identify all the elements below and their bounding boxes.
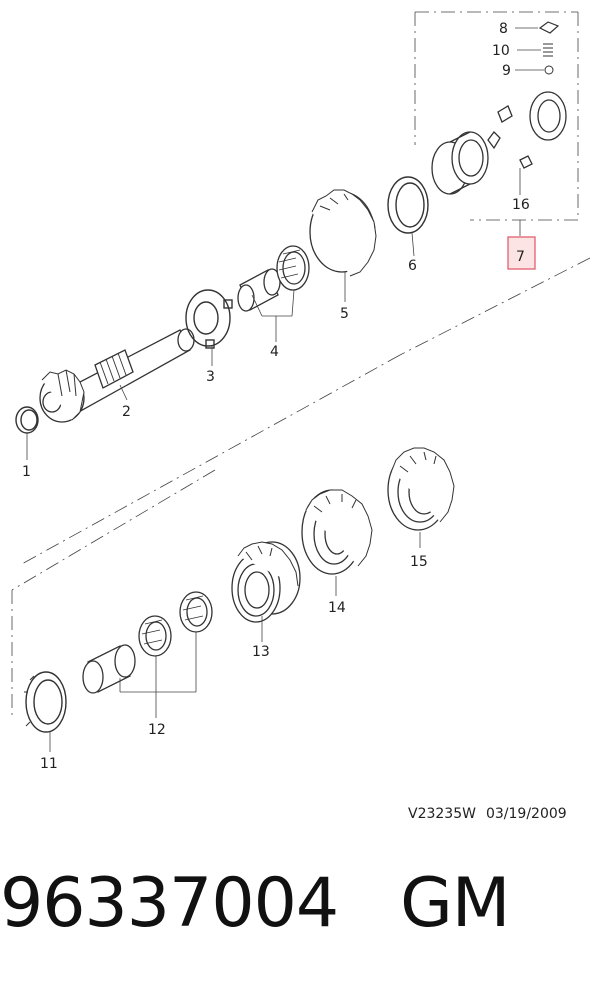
part-number: 96337004 — [0, 864, 339, 943]
part-7-synchro-sleeve — [431, 91, 567, 195]
part-9-ball — [544, 65, 554, 75]
callout-6: 6 — [408, 258, 417, 274]
part-13-gear — [231, 541, 301, 623]
callout-11: 11 — [40, 756, 58, 772]
callout-1: 1 — [22, 464, 31, 480]
callout-5: 5 — [340, 306, 349, 322]
callout-4: 4 — [270, 344, 279, 360]
callout-13: 13 — [252, 644, 270, 660]
leader-lines-lower — [49, 532, 421, 752]
callout-3: 3 — [206, 369, 215, 385]
callout-7: 7 — [516, 249, 525, 265]
callout-12: 12 — [148, 722, 166, 738]
callout-15: 15 — [410, 554, 428, 570]
callout-8: 8 — [499, 21, 508, 37]
part-8-key — [538, 21, 560, 34]
part-14-gear — [301, 489, 373, 575]
brand-name: GM — [400, 864, 510, 943]
part-15-gear — [387, 447, 455, 531]
part-6-synchro-ring — [387, 176, 429, 234]
callout-16: 16 — [512, 197, 530, 213]
upper-frame — [19, 11, 591, 566]
part-7-highlight-box — [507, 236, 536, 270]
part-11-synchro-ring — [24, 671, 67, 733]
drawing-reference: V23235W 03/19/2009 — [408, 806, 567, 822]
part-4-bearing — [237, 245, 310, 312]
leader-lines-upper — [515, 27, 544, 236]
part-12-bearings — [82, 591, 213, 694]
part-5-gear — [309, 189, 377, 277]
part-3-washer — [185, 289, 233, 349]
part-1-ring — [15, 406, 39, 434]
callout-9: 9 — [502, 63, 511, 79]
callout-14: 14 — [328, 600, 346, 616]
drawing-date: 03/19/2009 — [485, 806, 567, 822]
callout-10: 10 — [492, 43, 510, 59]
callout-2: 2 — [122, 404, 131, 420]
leader-lines-upper-shaft — [26, 232, 415, 460]
part-10-spring — [543, 43, 553, 57]
part-2-shaft — [39, 328, 195, 423]
lower-frame — [11, 469, 216, 718]
drawing-code: V23235W — [408, 806, 476, 822]
